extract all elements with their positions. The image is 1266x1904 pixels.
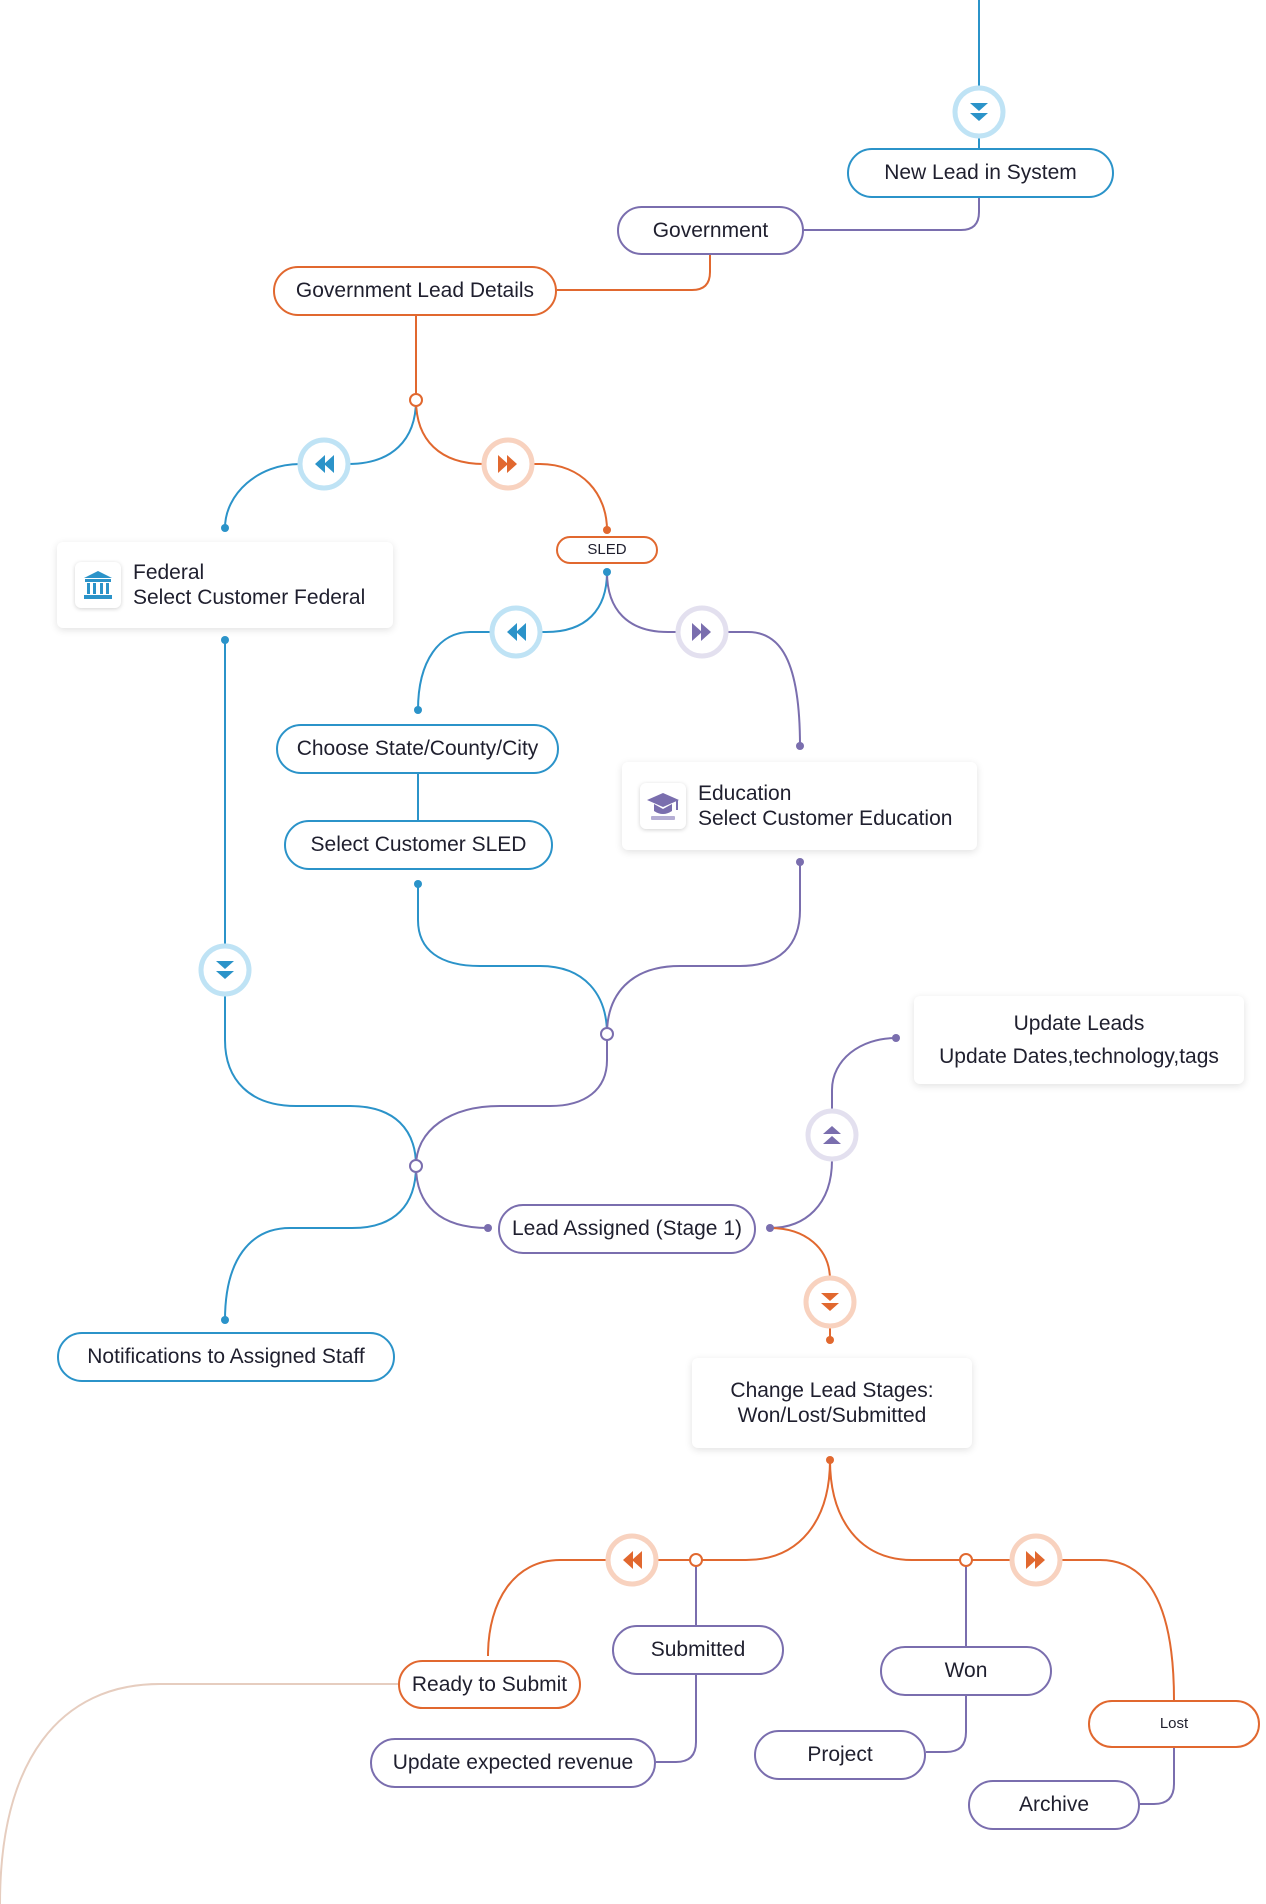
- node-label: Archive: [1018, 1793, 1090, 1817]
- node-won[interactable]: Won: [880, 1646, 1052, 1696]
- wire-merge-notifications: [224, 1165, 417, 1321]
- rewind-icon: [297, 437, 351, 491]
- node-select-customer-sled[interactable]: Select Customer SLED: [284, 820, 553, 870]
- node-education[interactable]: Education Select Customer Education: [622, 762, 977, 850]
- node-update-expected-revenue[interactable]: Update expected revenue: [370, 1738, 656, 1788]
- node-label: Government Lead Details: [295, 279, 535, 303]
- wire-submitted-revenue: [656, 1675, 697, 1763]
- wire-education-merge: [606, 862, 801, 1035]
- node-lost[interactable]: Lost: [1088, 1700, 1260, 1748]
- chevron-down-icon: [803, 1275, 857, 1329]
- node-label: SLED: [587, 541, 627, 558]
- chevron-up-icon: [805, 1108, 859, 1162]
- node-government[interactable]: Government: [617, 206, 804, 255]
- node-notifications[interactable]: Notifications to Assigned Staff: [57, 1332, 395, 1382]
- federal-subtitle: Select Customer Federal: [133, 586, 366, 609]
- node-choose-state[interactable]: Choose State/County/City: [276, 724, 559, 774]
- node-update-leads[interactable]: Update Leads Update Dates,technology,tag…: [914, 996, 1244, 1084]
- wire-selectsled-merge: [417, 884, 608, 1035]
- node-label: Select Customer SLED: [310, 833, 527, 857]
- fast-forward-icon: [481, 437, 535, 491]
- node-label: Project: [807, 1743, 873, 1767]
- wire-change-right: [829, 1459, 1175, 1701]
- node-label: New Lead in System: [884, 161, 1077, 185]
- node-label: Choose State/County/City: [296, 737, 539, 761]
- node-lead-assigned[interactable]: Lead Assigned (Stage 1): [498, 1204, 756, 1254]
- node-sled[interactable]: SLED: [556, 536, 658, 564]
- node-ready-to-submit[interactable]: Ready to Submit: [398, 1660, 581, 1709]
- wire-won-project: [926, 1696, 967, 1753]
- node-label: Ready to Submit: [411, 1672, 568, 1696]
- bank-building-icon: [75, 562, 121, 608]
- node-federal[interactable]: Federal Select Customer Federal: [57, 542, 393, 628]
- wire-newlead-government: [804, 198, 980, 231]
- node-label: Government: [652, 218, 769, 242]
- graduation-cap-icon: [640, 783, 686, 829]
- node-label: Notifications to Assigned Staff: [87, 1345, 365, 1369]
- education-title: Education: [698, 781, 792, 805]
- wire-merge-merge: [415, 1034, 608, 1167]
- node-change-lead-stages[interactable]: Change Lead Stages: Won/Lost/Submitted: [692, 1358, 972, 1448]
- change-stages-line2: Won/Lost/Submitted: [737, 1404, 927, 1427]
- update-leads-title: Update Leads: [1013, 1011, 1145, 1035]
- federal-title: Federal: [133, 560, 205, 584]
- fast-forward-icon: [1009, 1533, 1063, 1587]
- endpoint-dots: [221, 524, 900, 1464]
- node-new-lead[interactable]: New Lead in System: [847, 148, 1114, 198]
- junction-circles: [409, 393, 973, 1567]
- rewind-icon: [605, 1533, 659, 1587]
- wire-ready-offscreen: [0, 1683, 398, 1904]
- chevron-down-icon: [198, 943, 252, 997]
- node-label: Won: [944, 1659, 988, 1683]
- node-archive[interactable]: Archive: [968, 1780, 1140, 1830]
- node-label: Update expected revenue: [392, 1751, 634, 1775]
- update-leads-subtitle: Update Dates,technology,tags: [939, 1045, 1219, 1068]
- wire-federal-down: [224, 640, 417, 1167]
- education-subtitle: Select Customer Education: [698, 807, 953, 830]
- wire-sled-education: [606, 571, 801, 747]
- change-stages-line1: Change Lead Stages:: [730, 1378, 934, 1402]
- wire-government-details: [557, 254, 711, 291]
- node-project[interactable]: Project: [754, 1730, 926, 1780]
- node-label: Submitted: [650, 1638, 746, 1662]
- wire-lost-archive: [1140, 1748, 1175, 1805]
- node-submitted[interactable]: Submitted: [612, 1625, 784, 1675]
- node-government-lead-details[interactable]: Government Lead Details: [273, 266, 557, 316]
- node-label: Lead Assigned (Stage 1): [512, 1217, 742, 1241]
- rewind-icon: [489, 605, 543, 659]
- chevron-down-icon: [952, 85, 1006, 139]
- wire-merge-assigned: [415, 1165, 489, 1229]
- fast-forward-icon: [675, 605, 729, 659]
- node-label: Lost: [1159, 1715, 1189, 1732]
